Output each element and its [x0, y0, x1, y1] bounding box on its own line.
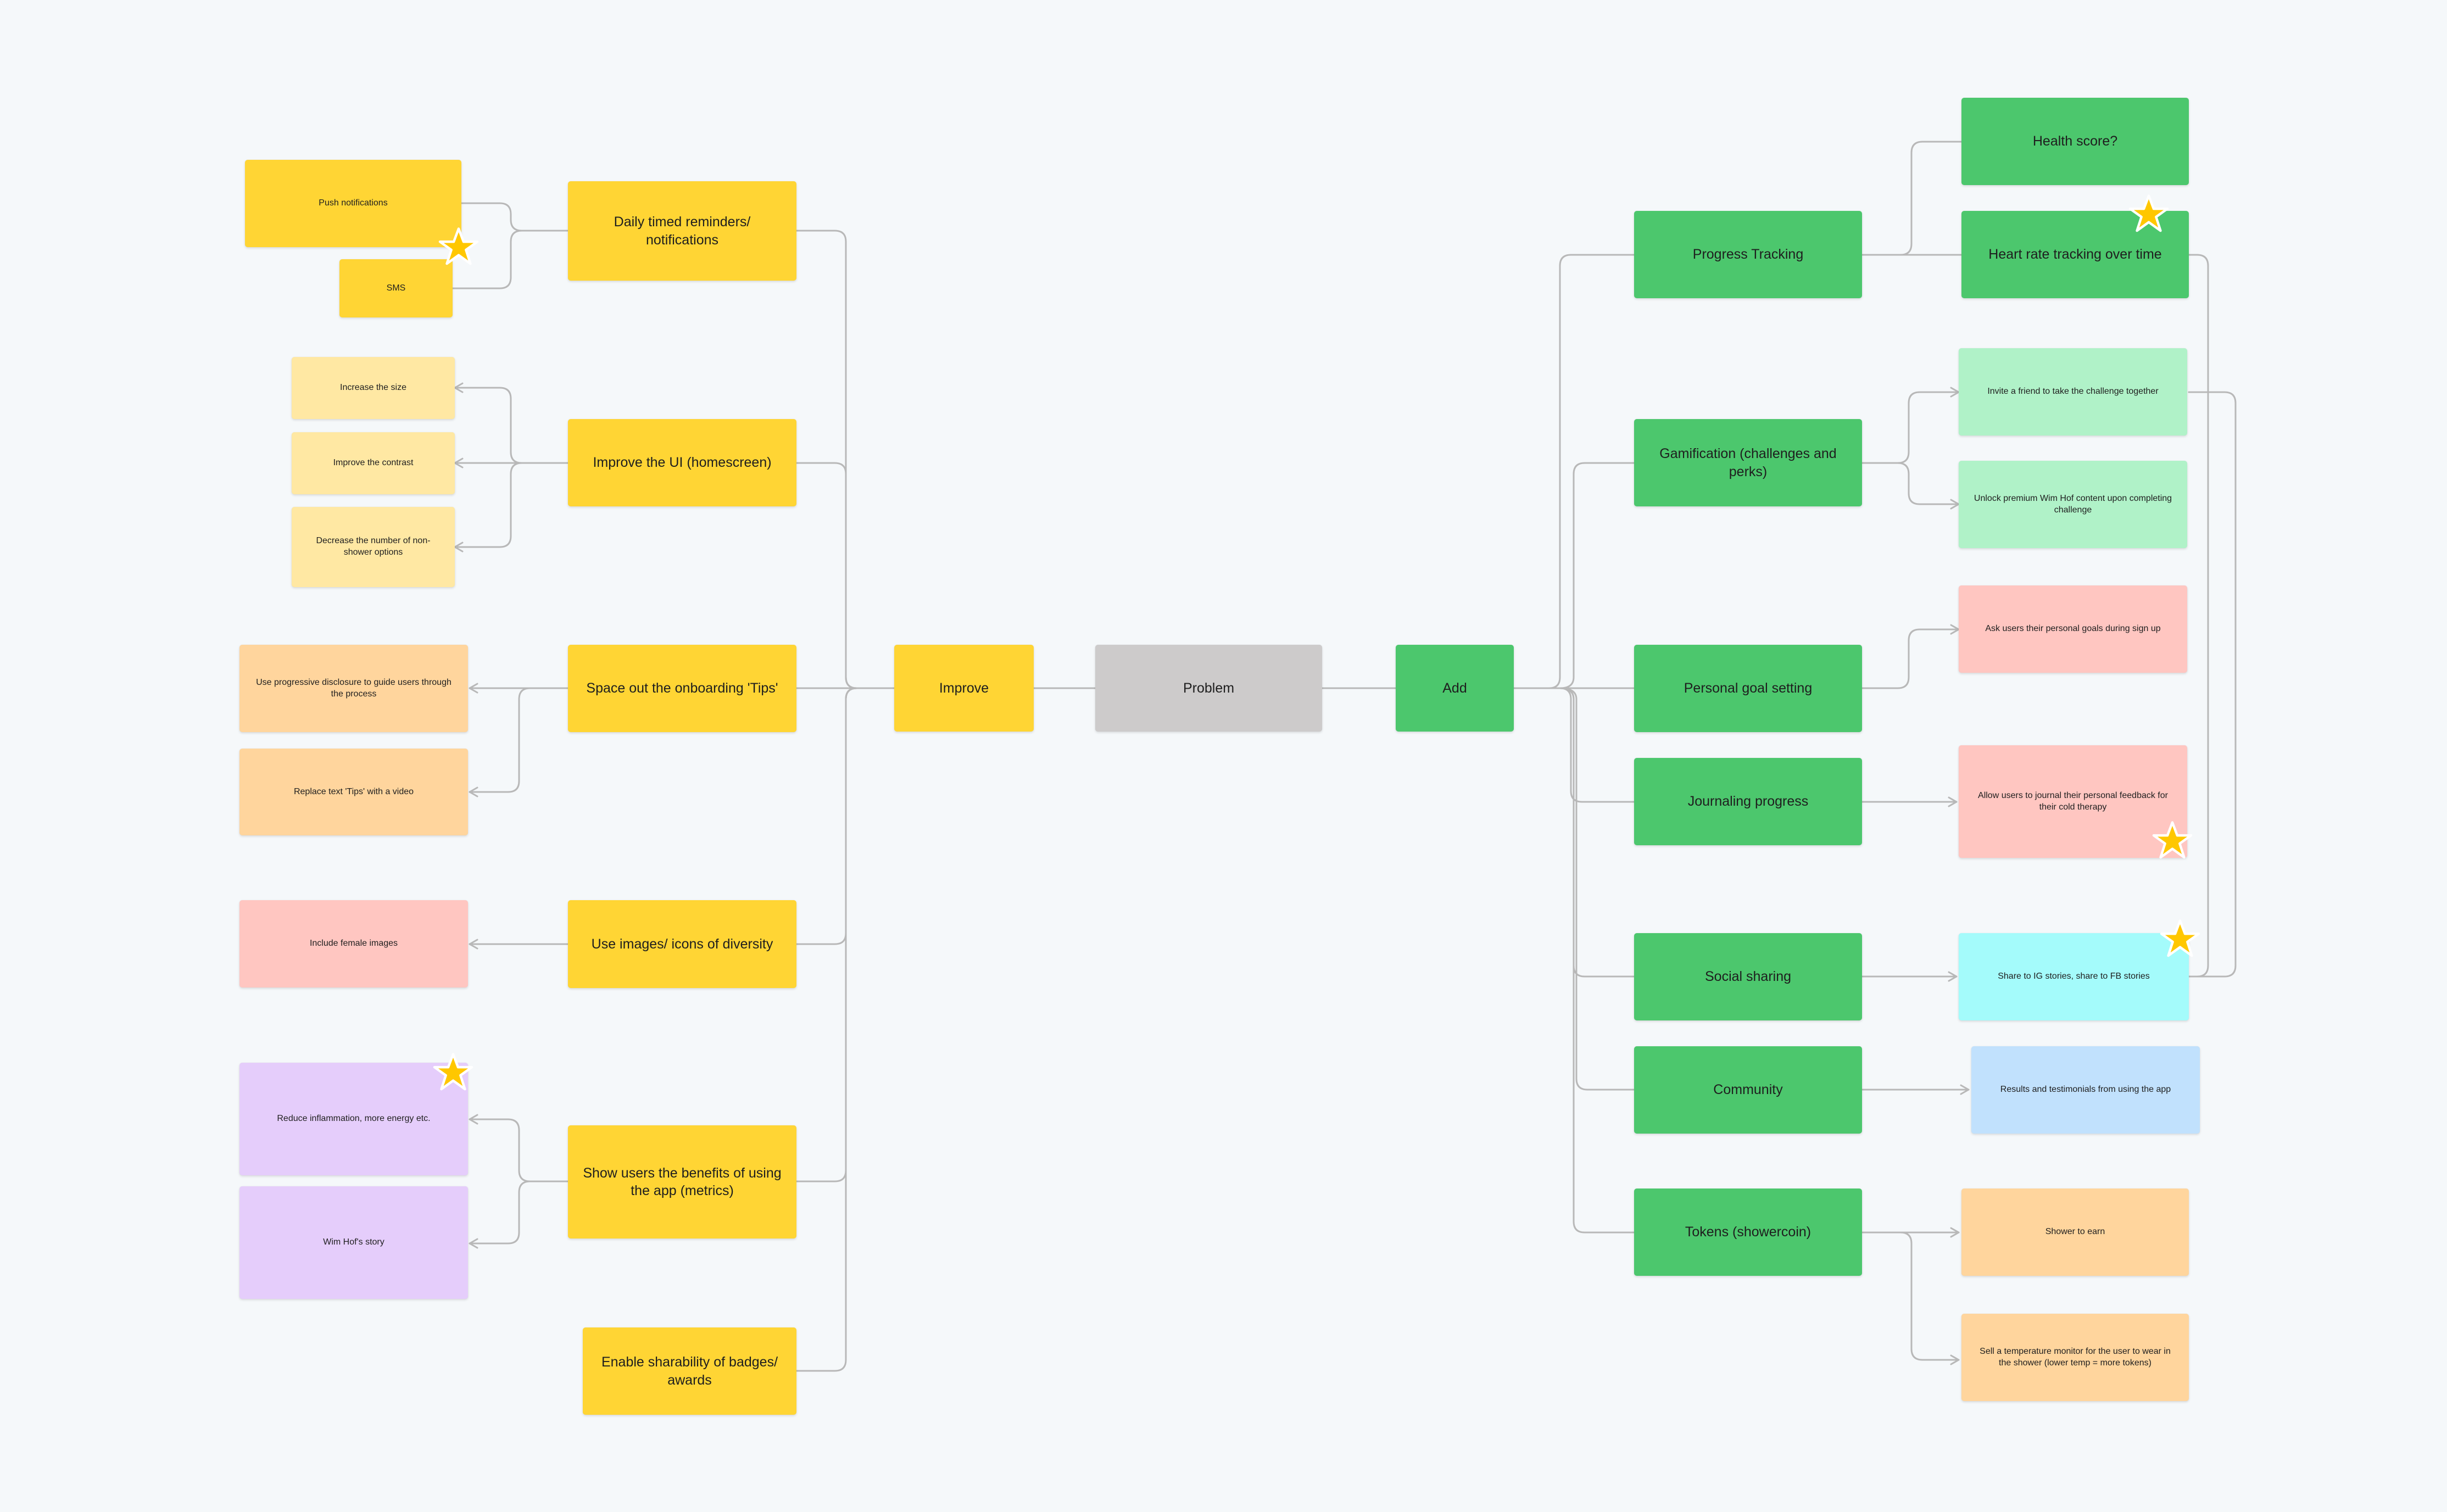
leaf-testimonials[interactable]: Results and testimonials from using the …: [1971, 1046, 2200, 1134]
star-icon: [2152, 821, 2193, 859]
star-icon: [438, 227, 479, 265]
leaf-invite-friend[interactable]: Invite a friend to take the challenge to…: [1959, 348, 2187, 436]
connector: [2188, 391, 2237, 978]
star-icon: [2128, 194, 2169, 232]
leaf-reduce-inflammation[interactable]: Reduce inflammation, more energy etc.: [239, 1063, 468, 1175]
branch-benefits[interactable]: Show users the benefits of using the app…: [568, 1125, 796, 1238]
add-node[interactable]: Add: [1396, 645, 1514, 732]
leaf-sms[interactable]: SMS: [339, 259, 453, 317]
branch-progress-tracking[interactable]: Progress Tracking: [1634, 211, 1862, 298]
branch-diversity[interactable]: Use images/ icons of diversity: [568, 900, 796, 988]
branch-gamification[interactable]: Gamification (challenges and perks): [1634, 419, 1862, 506]
connector: [1948, 971, 1958, 982]
leaf-push-notifications[interactable]: Push notifications: [245, 160, 461, 247]
leaf-shower-to-earn[interactable]: Shower to earn: [1961, 1189, 2189, 1276]
improve-trunk: [795, 230, 895, 1372]
add-trunk: [1513, 254, 1635, 1234]
branch-personal-goals[interactable]: Personal goal setting: [1634, 645, 1862, 732]
leaf-improve-contrast[interactable]: Improve the contrast: [292, 432, 455, 494]
connector: [2188, 254, 2209, 978]
onboarding-connectors: [469, 683, 569, 797]
leaf-decrease-options[interactable]: Decrease the number of non-shower option…: [292, 507, 455, 587]
connector: [1861, 628, 1960, 689]
leaf-female-images[interactable]: Include female images: [239, 900, 468, 987]
branch-onboarding[interactable]: Space out the onboarding 'Tips': [568, 645, 796, 732]
gamification-connectors: [1861, 387, 1960, 510]
star-icon: [433, 1053, 473, 1091]
connector: [1948, 796, 1958, 807]
leaf-share-stories[interactable]: Share to IG stories, share to FB stories: [1959, 933, 2189, 1020]
leaf-health-score[interactable]: Health score?: [1961, 98, 2189, 185]
branch-community[interactable]: Community: [1634, 1046, 1862, 1134]
leaf-unlock-premium[interactable]: Unlock premium Wim Hof content upon comp…: [1959, 461, 2187, 548]
connector: [1861, 141, 1963, 256]
improve-ui-connectors: [454, 382, 569, 553]
branch-daily-reminders[interactable]: Daily timed reminders/ notifications: [568, 181, 796, 281]
connector: [1950, 624, 1960, 635]
branch-journaling[interactable]: Journaling progress: [1634, 758, 1862, 845]
leaf-increase-size[interactable]: Increase the size: [292, 357, 455, 419]
connector: [469, 939, 478, 950]
leaf-ask-goals[interactable]: Ask users their personal goals during si…: [1959, 585, 2187, 673]
leaf-temperature-monitor[interactable]: Sell a temperature monitor for the user …: [1961, 1314, 2189, 1401]
branch-tokens[interactable]: Tokens (showercoin): [1634, 1189, 1862, 1276]
leaf-progressive-disclosure[interactable]: Use progressive disclosure to guide user…: [239, 645, 468, 732]
improve-node[interactable]: Improve: [894, 645, 1034, 732]
tokens-connectors: [1861, 1227, 1960, 1365]
leaf-journal-feedback[interactable]: Allow users to journal their personal fe…: [1959, 745, 2187, 858]
star-icon: [2160, 919, 2200, 957]
branch-improve-ui[interactable]: Improve the UI (homescreen): [568, 419, 796, 506]
connector: [1960, 1084, 1970, 1095]
benefits-connectors: [469, 1114, 569, 1249]
problem-node[interactable]: Problem: [1095, 645, 1322, 732]
branch-social-sharing[interactable]: Social sharing: [1634, 933, 1862, 1020]
leaf-replace-tips[interactable]: Replace text 'Tips' with a video: [239, 749, 468, 835]
leaf-heart-rate[interactable]: Heart rate tracking over time: [1961, 211, 2189, 298]
branch-badges[interactable]: Enable sharability of badges/ awards: [583, 1327, 796, 1415]
leaf-wim-hof-story[interactable]: Wim Hof's story: [239, 1186, 468, 1299]
